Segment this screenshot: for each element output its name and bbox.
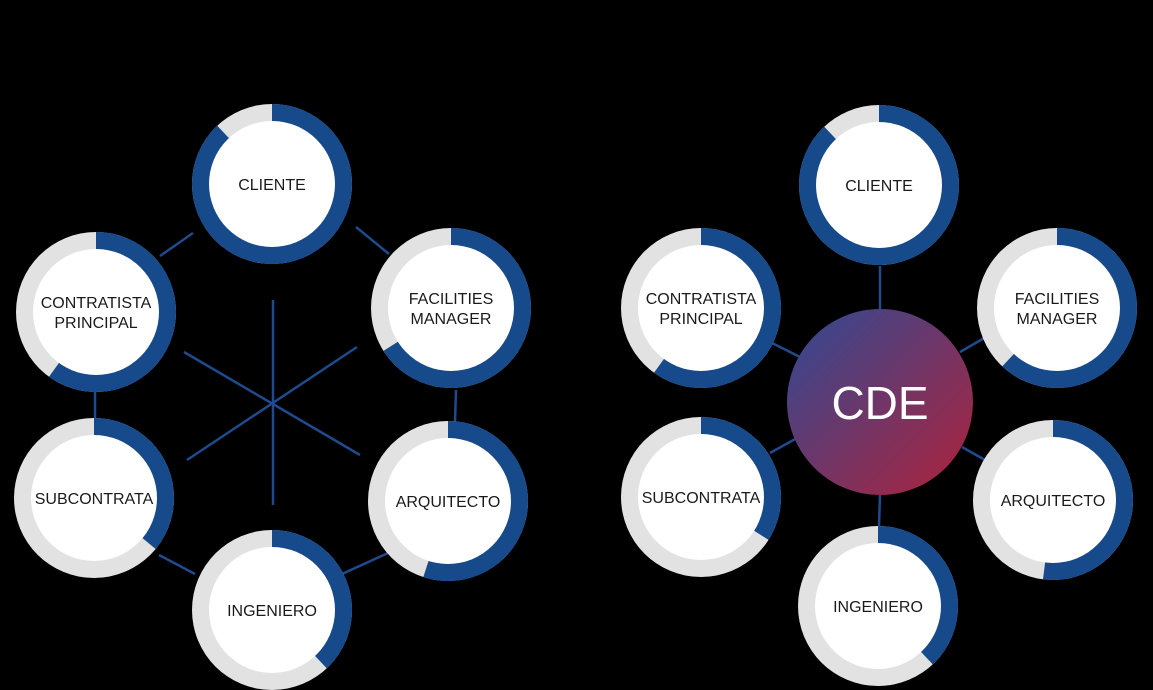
left-node-ingeniero-disc xyxy=(209,547,335,673)
left-node-group: CLIENTE FACILITIES MANAGER ARQUITECTO INGENI… xyxy=(14,104,532,690)
right-node-facilities-label-line-2: MANAGER xyxy=(1017,311,1098,328)
left-node-contratista-disc xyxy=(33,249,159,375)
cde-hub-label: CDE xyxy=(831,377,928,429)
left-node-subcontrata-disc xyxy=(31,435,157,561)
right-node-subcontrata: SUBCONTRATA xyxy=(621,417,781,577)
left-node-facilities: FACILITIES MANAGER xyxy=(371,228,532,389)
right-node-contratista-disc xyxy=(638,245,764,371)
left-node-subcontrata-label-line-1: SUBCONTRATA xyxy=(35,491,154,508)
right-node-subcontrata-label-line-1: SUBCONTRATA xyxy=(642,490,761,507)
right-node-ingeniero: INGENIERO xyxy=(798,526,959,686)
connector-hub-contratista xyxy=(769,340,801,359)
connector-hub-ingeniero xyxy=(877,494,882,527)
right-node-subcontrata-progress-arc xyxy=(701,417,781,540)
right-node-facilities-disc xyxy=(994,245,1120,371)
connector-hub-arquitecto xyxy=(961,445,986,462)
left-node-ingeniero-label-line-1: INGENIERO xyxy=(227,603,317,620)
right-node-group: CLIENTE FACILITIES MANAGER ARQUITECTO INGENI… xyxy=(621,105,1137,686)
left-node-cliente: CLIENTE xyxy=(192,104,352,265)
left-node-contratista-label-line-2: PRINCIPAL xyxy=(54,315,137,332)
right-node-ingeniero-label-line-1: INGENIERO xyxy=(833,599,923,616)
right-node-cliente: CLIENTE xyxy=(799,105,959,265)
right-node-arquitecto-disc xyxy=(990,437,1116,563)
connector-cliente-facilities xyxy=(355,226,390,255)
left-node-facilities-disc xyxy=(388,245,514,371)
right-node-arquitecto-label-line-1: ARQUITECTO xyxy=(1001,493,1106,510)
right-hub-connectors xyxy=(769,266,987,527)
right-node-contratista-label-line-1: CONTRATISTA xyxy=(646,291,757,308)
left-node-ingeniero: INGENIERO xyxy=(192,530,352,690)
left-node-facilities-label-line-1: FACILITIES xyxy=(409,291,493,308)
right-node-arquitecto-progress-arc xyxy=(1042,420,1133,580)
left-node-cliente-label-line-1: CLIENTE xyxy=(238,177,306,194)
left-node-contratista: CONTRATISTA PRINCIPAL xyxy=(16,232,176,392)
right-node-ingeniero-progress-arc xyxy=(878,526,959,665)
connector-hub-facilities xyxy=(959,335,987,354)
left-node-subcontrata: SUBCONTRATA xyxy=(14,418,174,578)
left-ring-connectors xyxy=(93,226,458,576)
left-diagram: CLIENTE FACILITIES MANAGER ARQUITECTO INGENI… xyxy=(14,104,532,690)
cde-hub-circle xyxy=(787,309,973,495)
connector-cliente-contratista xyxy=(159,231,194,258)
left-central-asterisk xyxy=(183,300,361,505)
right-diagram: CLIENTE FACILITIES MANAGER ARQUITECTO INGENI… xyxy=(621,105,1137,686)
left-node-ingeniero-progress-arc xyxy=(272,530,352,669)
left-node-arquitecto-disc xyxy=(385,438,511,564)
connector-facilities-arquitecto xyxy=(453,389,458,423)
right-node-ingeniero-disc xyxy=(815,543,941,669)
right-node-contratista: CONTRATISTA PRINCIPAL xyxy=(621,228,781,388)
left-node-arquitecto-progress-arc xyxy=(423,421,528,582)
left-node-contratista-label-line-1: CONTRATISTA xyxy=(41,295,152,312)
asterisk-diagonal-line-2 xyxy=(186,345,358,462)
connector-ingeniero-subcontrata xyxy=(158,553,196,576)
right-node-facilities: FACILITIES MANAGER xyxy=(977,228,1137,389)
connector-arquitecto-ingeniero xyxy=(341,551,389,576)
left-node-cliente-disc xyxy=(209,121,335,247)
right-node-cliente-label-line-1: CLIENTE xyxy=(845,178,913,195)
left-node-arquitecto-label-line-1: ARQUITECTO xyxy=(396,494,501,511)
left-node-arquitecto: ARQUITECTO xyxy=(368,421,528,582)
right-node-facilities-progress-arc xyxy=(1002,228,1137,389)
right-node-subcontrata-disc xyxy=(638,434,764,560)
left-node-facilities-label-line-2: MANAGER xyxy=(411,311,492,328)
right-node-facilities-label-line-1: FACILITIES xyxy=(1015,291,1099,308)
cde-hub: CDE xyxy=(787,309,973,495)
right-node-contratista-label-line-2: PRINCIPAL xyxy=(659,311,742,328)
right-node-cliente-disc xyxy=(816,122,942,248)
connector-hub-subcontrata xyxy=(769,436,798,455)
right-node-arquitecto: ARQUITECTO xyxy=(973,420,1133,580)
